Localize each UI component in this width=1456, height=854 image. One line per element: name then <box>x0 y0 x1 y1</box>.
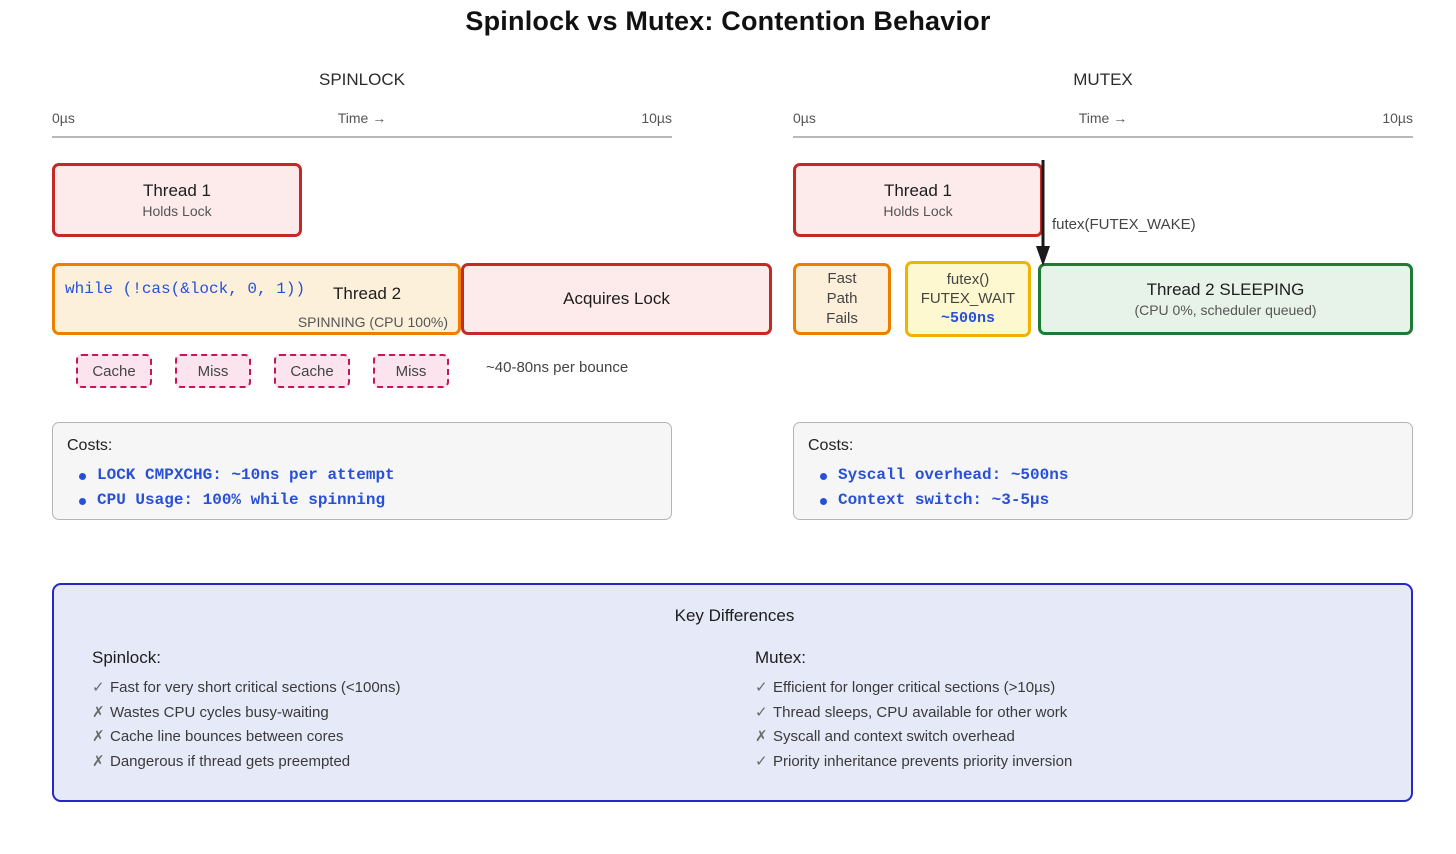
futex-wait-label: FUTEX_WAIT <box>920 290 1016 308</box>
fast-path-line2: Path <box>826 289 858 307</box>
costs-item: Syscall overhead: ~500ns <box>816 463 1068 488</box>
thread1-name: Thread 1 <box>883 181 953 201</box>
check-icon: ✓ <box>755 703 768 721</box>
check-icon: ✓ <box>92 679 105 696</box>
costs-list: LOCK CMPXCHG: ~10ns per attempt CPU Usag… <box>75 463 395 513</box>
axis-start-label: 0µs <box>793 110 816 126</box>
kd-list-item: ✓ Thread sleeps, CPU available for other… <box>755 701 1072 726</box>
key-differences-spinlock-column: Spinlock: ✓ Fast for very short critical… <box>92 648 401 774</box>
fast-path-line3: Fails <box>826 310 858 328</box>
thread2-name: Thread 2 <box>333 284 402 303</box>
kd-list-item: ✗ Dangerous if thread gets preempted <box>92 750 401 775</box>
costs-list: Syscall overhead: ~500ns Context switch:… <box>816 463 1068 513</box>
mutex-thread2-sleeping-box: Thread 2 SLEEPING (CPU 0%, scheduler que… <box>1038 263 1413 335</box>
spinlock-heading: SPINLOCK <box>319 70 405 89</box>
kd-item-text: Fast for very short critical sections (<… <box>110 679 401 696</box>
costs-item: Context switch: ~3-5µs <box>816 488 1068 513</box>
kd-item-text: Dangerous if thread gets preempted <box>110 752 351 770</box>
kd-item-text: Thread sleeps, CPU available for other w… <box>773 703 1068 721</box>
kd-list-item: ✗ Wastes CPU cycles busy-waiting <box>92 701 401 726</box>
cross-icon: ✗ <box>92 728 105 745</box>
kd-list-item: ✗ Syscall and context switch overhead <box>755 725 1072 750</box>
key-differences-mutex-column: Mutex: ✓ Efficient for longer critical s… <box>755 648 1072 774</box>
thread1-state: Holds Lock <box>883 202 953 219</box>
costs-item: CPU Usage: 100% while spinning <box>75 488 395 513</box>
fast-path-line1: Fast <box>827 269 857 287</box>
check-icon: ✓ <box>755 679 768 696</box>
costs-item: LOCK CMPXCHG: ~10ns per attempt <box>75 463 395 488</box>
kd-list-item: ✗ Cache line bounces between cores <box>92 725 401 750</box>
kd-list-item: ✓ Efficient for longer critical sections… <box>755 676 1072 701</box>
thread1-name: Thread 1 <box>142 181 212 201</box>
mutex-timeline-axis: 0µs Time → 10µs <box>793 110 1413 140</box>
cache-bounce-chip: Miss <box>175 354 251 388</box>
axis-line <box>52 136 672 138</box>
axis-line <box>793 136 1413 138</box>
acquires-lock-label: Acquires Lock <box>563 289 670 309</box>
kd-item-text: Syscall and context switch overhead <box>773 728 1015 745</box>
spinlock-acquires-lock-box: Acquires Lock <box>461 263 772 335</box>
kd-spinlock-heading: Spinlock: <box>92 648 161 667</box>
cross-icon: ✗ <box>92 752 105 770</box>
page-title: Spinlock vs Mutex: Contention Behavior <box>465 6 991 36</box>
axis-start-label: 0µs <box>52 110 75 126</box>
axis-end-label: 10µs <box>1382 110 1413 126</box>
cross-icon: ✗ <box>755 728 768 745</box>
mutex-heading: MUTEX <box>1073 70 1133 89</box>
cross-icon: ✗ <box>92 703 105 721</box>
kd-list-item: ✓ Priority inheritance prevents priority… <box>755 750 1072 775</box>
thread2-sleeping-state: (CPU 0%, scheduler queued) <box>1134 301 1317 318</box>
axis-middle-label: Time → <box>1078 110 1128 126</box>
cache-bounce-chip: Cache <box>274 354 350 388</box>
spinlock-thread1-box: Thread 1 Holds Lock <box>52 163 302 237</box>
key-differences-panel: Key Differences Spinlock: ✓ Fast for ver… <box>52 583 1413 802</box>
cache-bounce-chip: Cache <box>76 354 152 388</box>
kd-mutex-heading: Mutex: <box>755 648 807 667</box>
axis-end-label: 10µs <box>641 110 672 126</box>
mutex-panel: MUTEX 0µs Time → 10µs Thread 1 Holds Loc… <box>793 0 1413 854</box>
cache-bounce-note: ~40-80ns per bounce <box>486 359 629 376</box>
thread1-state: Holds Lock <box>142 202 212 219</box>
futex-wake-arrow-icon <box>1036 160 1050 266</box>
spinlock-costs-box: Costs: LOCK CMPXCHG: ~10ns per attempt C… <box>52 422 672 520</box>
key-differences-title: Key Differences <box>674 606 795 625</box>
cas-loop-code: while (!cas(&lock, 0, 1)) <box>65 280 306 298</box>
mutex-futex-wait-box: futex() FUTEX_WAIT ~500ns <box>905 261 1031 337</box>
futex-latency-label: ~500ns <box>940 309 995 327</box>
costs-header: Costs: <box>67 437 113 454</box>
mutex-costs-box: Costs: Syscall overhead: ~500ns Context … <box>793 422 1413 520</box>
kd-item-text: Wastes CPU cycles busy-waiting <box>110 703 329 721</box>
spinlock-thread2-spinning-box: while (!cas(&lock, 0, 1)) Thread 2 SPINN… <box>52 263 461 335</box>
cache-bounce-chip: Miss <box>373 354 449 388</box>
spinlock-timeline-axis: 0µs Time → 10µs <box>52 110 672 140</box>
kd-item-text: Priority inheritance prevents priority i… <box>773 752 1073 770</box>
costs-header: Costs: <box>808 437 854 454</box>
kd-item-text: Cache line bounces between cores <box>110 728 344 745</box>
kd-list-item: ✓ Fast for very short critical sections … <box>92 676 401 701</box>
check-icon: ✓ <box>755 752 768 770</box>
kd-item-text: Efficient for longer critical sections (… <box>773 679 1056 696</box>
mutex-fast-path-fails-box: Fast Path Fails <box>793 263 891 335</box>
thread2-sleeping-name: Thread 2 SLEEPING <box>1146 280 1305 300</box>
axis-middle-label: Time → <box>337 110 387 126</box>
spinlock-panel: SPINLOCK 0µs Time → 10µs Thread 1 Holds … <box>52 0 772 854</box>
futex-call-label: futex() <box>946 270 990 288</box>
mutex-thread1-box: Thread 1 Holds Lock <box>793 163 1043 237</box>
futex-wake-label: futex(FUTEX_WAKE) <box>1052 216 1196 233</box>
thread2-state: SPINNING (CPU 100%) <box>297 314 448 330</box>
